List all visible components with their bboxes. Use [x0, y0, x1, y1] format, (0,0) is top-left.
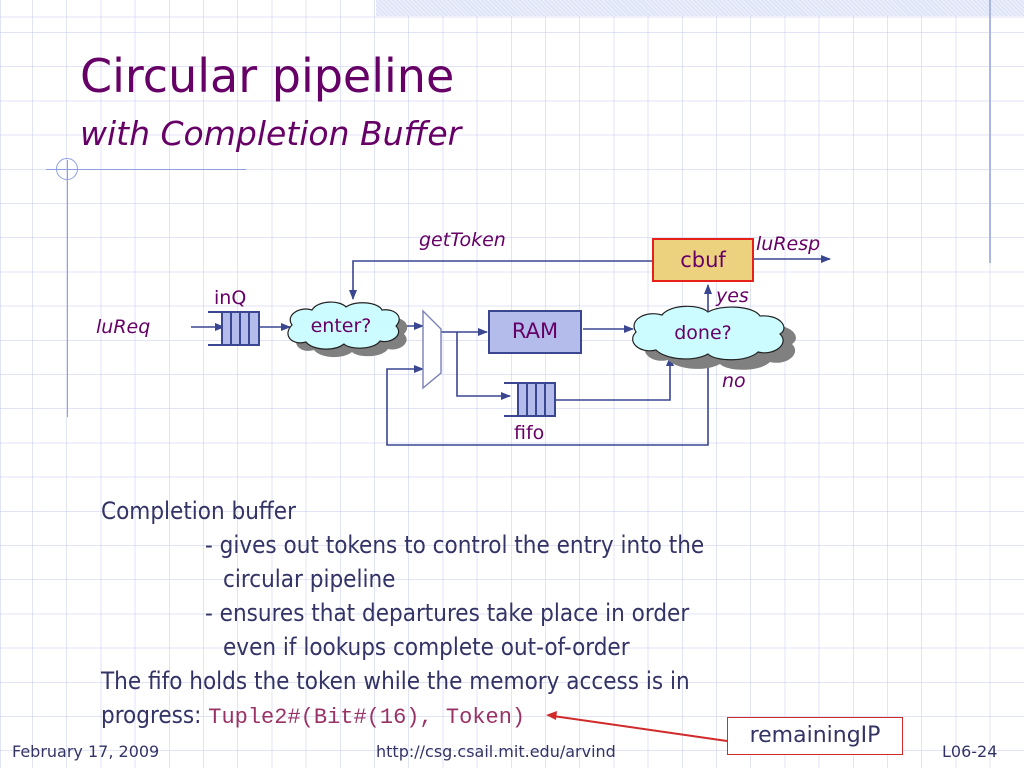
cbuf-box — [652, 238, 754, 282]
body-line-5: even if lookups complete out-of-order — [223, 633, 630, 661]
remainingip-callout: remainingIP — [727, 717, 903, 755]
ram-label: RAM — [511, 319, 559, 343]
title-underline-rule — [46, 169, 246, 170]
enter-cloud-icon — [287, 301, 408, 358]
footer-url[interactable]: http://csg.csail.mit.edu/arvind — [376, 742, 616, 761]
yes-label: yes — [716, 285, 749, 307]
cbuf-label: cbuf — [680, 248, 726, 272]
body-line-3: circular pipeline — [223, 565, 396, 593]
footer-slide-number: L06-24 — [942, 742, 998, 761]
inq-label: inQ — [214, 287, 247, 309]
callout-arrowhead-icon — [546, 711, 557, 720]
footer-date: February 17, 2009 — [12, 742, 160, 761]
body-line-4: - ensures that departures take place in … — [205, 599, 690, 627]
fifo-queue-icon — [504, 382, 556, 417]
fifo-label: fifo — [514, 422, 545, 444]
slide-subtitle: with Completion Buffer — [80, 114, 462, 153]
no-label: no — [722, 370, 746, 392]
body-text: Completion buffer - gives out tokens to … — [101, 494, 704, 735]
body-line-2: - gives out tokens to control the entry … — [205, 531, 705, 559]
done-label: done? — [674, 322, 732, 344]
crosshair-circle-icon — [56, 158, 78, 180]
gettoken-label: getToken — [419, 229, 506, 251]
wire-mux-fifo — [456, 332, 511, 400]
body-line-7: progress: Tuple2#(Bit#(16), Token) — [101, 698, 704, 735]
wire-fifo-done — [556, 356, 674, 401]
done-cloud-icon — [632, 305, 796, 370]
left-decorative-rule — [67, 160, 68, 417]
inq-queue-icon — [208, 311, 260, 346]
wire-gettoken — [349, 260, 653, 300]
lureq-label: luReq — [96, 316, 151, 338]
wire-done-loop — [386, 356, 709, 446]
mux-icon — [422, 309, 442, 390]
luresp-label: luResp — [756, 233, 821, 255]
slide-title: Circular pipeline — [80, 49, 455, 103]
enter-label: enter? — [310, 315, 372, 337]
ram-box — [488, 310, 582, 354]
callout-arrow — [552, 715, 728, 742]
tuple-type-code: Tuple2#(Bit#(16), Token) — [208, 705, 526, 730]
body-line-7-prefix: progress: — [101, 701, 209, 729]
top-decorative-band — [376, 0, 1024, 16]
body-line-6: The fifo holds the token while the memor… — [101, 667, 690, 695]
right-decorative-rule — [989, 0, 991, 263]
body-line-1: Completion buffer — [101, 497, 296, 525]
